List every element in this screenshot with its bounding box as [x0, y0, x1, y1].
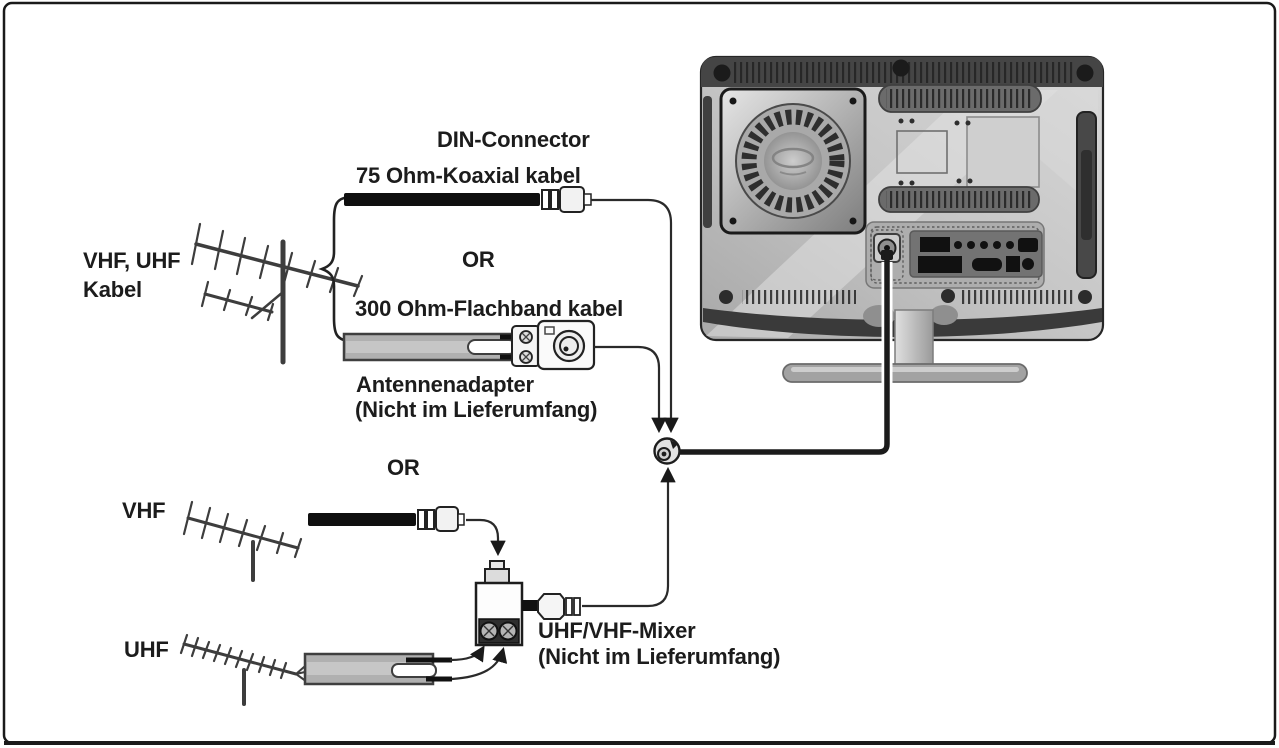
label-mixer-note: (Nicht im Lieferumfang) [538, 644, 780, 669]
flat-300ohm-cable [342, 332, 524, 362]
tv-rear-illustration [699, 55, 1105, 383]
labels: DIN-Connector 75 Ohm-Koaxial kabel VHF, … [83, 127, 781, 669]
screw-icon [941, 289, 955, 303]
adapter-connector-icon [552, 329, 586, 363]
label-or-upper: OR [462, 247, 495, 272]
label-antenna-group-1: VHF, UHF [83, 248, 180, 273]
label-coax-cable: 75 Ohm-Koaxial kabel [356, 163, 581, 188]
speaker-panel [719, 87, 867, 235]
junction-to-tv-cable [678, 254, 890, 455]
label-antenna-group-2: Kabel [83, 277, 142, 302]
label-uhf: UHF [124, 637, 169, 662]
label-din-connector: DIN-Connector [437, 127, 590, 152]
label-mixer-name: UHF/VHF-Mixer [538, 618, 696, 643]
label-vhf: VHF [122, 498, 165, 523]
coax-75ohm-cable [344, 186, 592, 213]
adapter-to-junction-line [594, 345, 667, 434]
label-plate [966, 116, 1040, 188]
screw-icon [1076, 64, 1094, 82]
din-plug-icon [653, 437, 681, 465]
label-flat-cable: 300 Ohm-Flachband kabel [355, 296, 623, 321]
antenna-adapter [511, 319, 596, 371]
uhf-lead1-to-mixer-line [449, 645, 485, 663]
vhf-antenna-icon [182, 500, 303, 582]
vhf-to-mixer-line [466, 518, 506, 557]
uhf-vhf-mixer [474, 560, 581, 647]
tv-stand [782, 305, 1028, 383]
uhf-lead2-to-mixer-line [451, 647, 508, 681]
screw-icon [719, 290, 733, 304]
label-or-lower: OR [387, 455, 420, 480]
vga-port-icon [972, 258, 1002, 271]
coax-to-junction-line [591, 198, 679, 434]
label-adapter-note: (Nicht im Lieferumfang) [355, 397, 597, 422]
label-adapter-name: Antennenadapter [356, 372, 535, 397]
coax-plug-icon [435, 506, 459, 532]
av-port-panel [909, 230, 1043, 278]
uhf-flat-cable [303, 652, 452, 686]
coax-plug-icon [559, 186, 585, 213]
speaker-grille-icon [741, 109, 845, 213]
connector-zone [865, 221, 1045, 289]
mixer-to-junction-line [582, 466, 676, 608]
screw-icon [892, 59, 910, 77]
vhf-coax-cable [308, 506, 465, 532]
screw-icon [713, 64, 731, 82]
curly-brace-icon [318, 195, 354, 343]
vhf-uhf-antenna-icon [190, 222, 364, 365]
screw-icon [1078, 290, 1092, 304]
mixer-plug-icon [537, 593, 565, 620]
